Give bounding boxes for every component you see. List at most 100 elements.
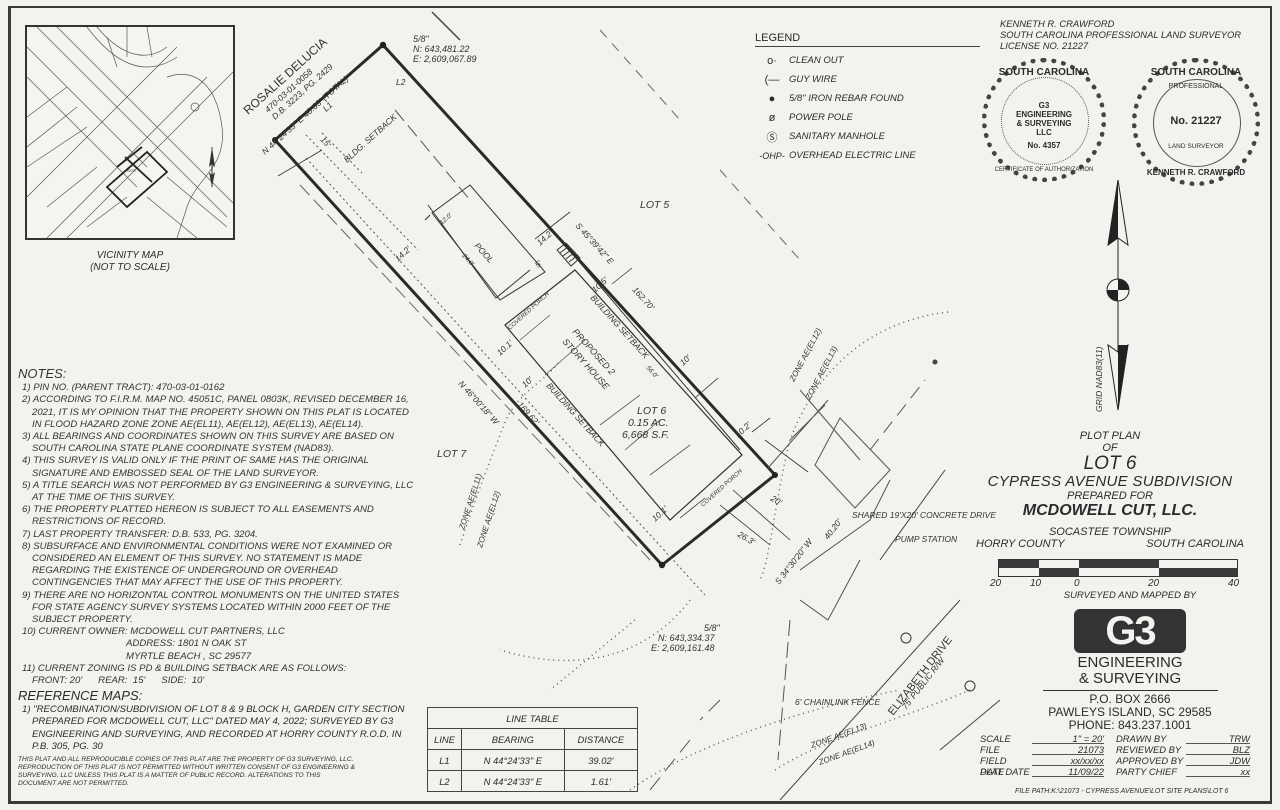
title-lot: LOT 6 [1083,453,1137,474]
lot6-sqft: 6,668 S.F. [622,429,669,441]
lot6-acres: 0.15 AC. [628,417,668,429]
file-path: FILE PATH:K:\21073 - CYPRESS AVENUE\LOT … [1015,788,1229,795]
info-label: SCALE [980,733,1011,744]
iron-rebar-icon [379,41,387,49]
lot7-label: LOT 7 [437,448,467,460]
power-pole-icon: ø [768,111,776,124]
scale-tick: 40 [1228,578,1240,589]
logo-text: G3 [1105,609,1156,653]
porch-label-top: COVERED PORCH [507,291,551,331]
info-value: xx [1186,766,1250,777]
surveyed-by: SURVEYED AND MAPPED BY [1063,590,1197,601]
dim-26-3: 26.3' [735,529,757,547]
north-corner-n: N: 643,481.22 [413,44,470,54]
drive-note: SHARED 19'X20' CONCRETE DRIVE [852,510,996,520]
info-value: 1" = 20' [1032,733,1104,744]
title-block: PLOT PLAN OF LOT 6 CYPRESS AVENUE SUBDIV… [960,430,1260,550]
company-phone: PHONE: 843.237.1001 [1068,718,1192,732]
note-zoning-values: FRONT: 20' REAR: 15' SIDE: 10' [32,675,205,687]
dim-14-2-left: 14.2' [393,244,413,264]
g3-logo: G3 [1074,609,1186,653]
info-label: DRAWN BY [1116,733,1167,744]
dim-5: 5' [533,258,544,269]
sanitary-manhole-icon [900,632,912,644]
sanitary-manhole-icon [964,680,976,692]
south-corner-label: 5/8" [704,623,721,633]
table-cell: N 44°24'33" E [460,770,565,792]
company-name-1: ENGINEERING [1077,654,1183,671]
clean-out-icon: o· [767,54,777,67]
north-arrow-icon [1106,179,1130,411]
reference-maps: REFERENCE MAPS: 1) "RECOMBINATION/SUBDIV… [18,689,418,753]
note-item: 3) ALL BEARINGS AND COORDINATES SHOWN ON… [22,431,394,455]
surveyor-license: LICENSE NO. 21227 [1000,40,1089,51]
info-label: FIELD DATE [980,755,1007,777]
pump-station: PUMP STATION [895,534,958,544]
company-name-2: & SURVEYING [1078,670,1182,687]
note-item: 2) ACCORDING TO F.I.R.M. MAP NO. 45051C,… [22,394,409,430]
seal-line: G3 [1038,101,1050,110]
dim-10-2: 10.2' [733,420,753,440]
legend-label: OVERHEAD ELECTRIC LINE [789,150,916,161]
ne-distance: 162.70' [631,285,657,312]
county-state-row: HORRY COUNTY SOUTH CAROLINA [976,538,1244,550]
house-length: 56.0' [645,365,660,381]
vicinity-subtitle: (NOT TO SCALE) [90,262,170,273]
surveyor-seal: SOUTH CAROLINA PROFESSIONAL No. 21227 LA… [1132,58,1260,186]
dim-10-1-bottom: 10.1' [650,504,670,524]
title-subdivision: CYPRESS AVENUE SUBDIVISION [987,473,1233,490]
south-corner-e: E: 2,609,161.48 [651,643,715,653]
note-item: 8) SUBSURFACE AND ENVIRONMENTAL CONDITIO… [22,540,393,589]
legend-item-guy-wire: (—GUY WIRE [755,70,995,89]
seal-inner-bottom: LAND SURVEYOR [1168,143,1224,150]
dim-20: 20' [768,493,784,508]
company-block: SURVEYED AND MAPPED BY G3 ENGINEERING & … [1000,590,1260,732]
title-prepared: PREPARED FOR [1067,490,1153,502]
title-township: SOCASTEE TOWNSHIP [1048,526,1172,538]
pool-width: 12.0' [439,211,455,226]
note-zoning: 11) CURRENT ZONING IS PD & BUILDING SETB… [22,662,347,674]
info-label: APPROVED BY [1116,755,1184,766]
legend-item-clean-out: o·CLEAN OUT [755,51,995,70]
line-table-header: BEARING [460,728,565,750]
info-value: JDW [1186,755,1250,766]
side-setback-dim-ne: 10' [678,352,693,367]
iron-rebar-icon [772,472,778,478]
legend-label: SANITARY MANHOLE [789,131,885,142]
lot6-name: LOT 6 [637,405,666,417]
legend-label: 5/8" IRON REBAR FOUND [789,93,904,104]
company-address: P.O. BOX 2666 PAWLEYS ISLAND, SC 29585 P… [1042,690,1218,732]
info-value: 11/09/22 [1032,766,1104,777]
info-value: 21073 [1032,744,1104,755]
seal-bottom-text: CERTIFICATE OF AUTHORIZATION [994,167,1094,173]
seal-inner-top: PROFESSIONAL [1168,83,1224,90]
rear-setback-dim: 15' [319,135,333,149]
note-item: 7) LAST PROPERTY TRANSFER: D.B. 533, PG.… [22,528,258,540]
l2-label: L2 [396,77,406,87]
scale-tick: 10 [1030,578,1042,589]
title-line2: OF [1102,442,1118,454]
note-owner: 10) CURRENT OWNER: MCDOWELL CUT PARTNERS… [22,626,285,638]
po-box: P.O. BOX 2666 [1089,692,1171,706]
title-line1: PLOT PLAN [1079,430,1141,442]
flood-zone-el12-left: ZONE AE(EL12) [475,490,502,550]
note-item: 9) THERE ARE NO HORIZONTAL CONTROL MONUM… [22,589,400,626]
road-name: ELIZABETH DRIVE [886,634,955,717]
line-table: LINE TABLE LINE BEARING DISTANCE L1 N 44… [427,707,638,792]
fence-note: 6' CHAINLINK FENCE [795,697,881,707]
dim-10-1-top: 10.1' [495,338,515,358]
line-table-header: LINE [427,728,462,750]
note-owner-address: ADDRESS: 1801 N OAK ST [126,638,247,650]
seal-line: & SURVEYING [1016,119,1072,128]
vicinity-title: VICINITY MAP [96,250,164,261]
reference-map-item: 1) "RECOMBINATION/SUBDIVISION OF LOT 8 &… [22,704,405,752]
porch-label-bottom: COVERED PORCH [700,468,744,508]
table-cell: 39.02' [563,749,638,771]
overhead-line-icon: -OHP- [759,150,785,161]
info-label: PLAT DATE [980,766,1030,777]
title-state: SOUTH CAROLINA [1146,538,1244,550]
